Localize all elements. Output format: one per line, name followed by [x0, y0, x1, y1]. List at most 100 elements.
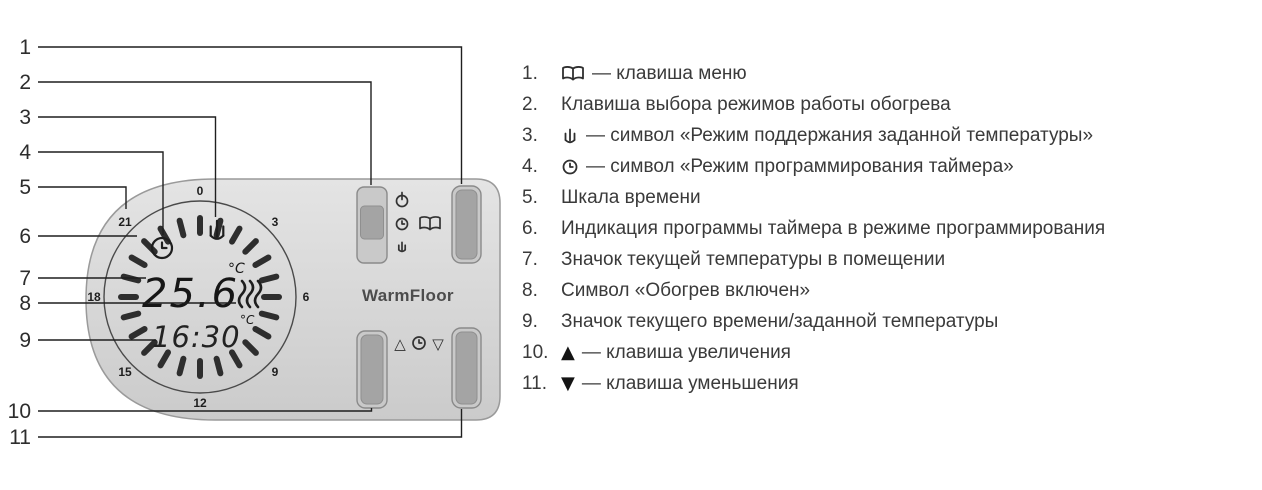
- callout-number-9: 9: [19, 329, 31, 352]
- clock-icon: [561, 158, 579, 176]
- increase-button: [356, 330, 388, 409]
- legend-item-6: 6. Индикация программы таймера в режиме …: [522, 213, 1258, 244]
- legend-item-7: 7. Значок текущей температуры в помещени…: [522, 244, 1258, 275]
- legend-item-number: 5.: [522, 186, 538, 208]
- legend-item-text: — клавиша уменьшения: [581, 372, 799, 394]
- callout-line-4: [38, 151, 164, 235]
- callout-line-3: [38, 116, 217, 217]
- dial-label-12: 12: [193, 396, 207, 410]
- callout-number-5: 5: [19, 176, 31, 199]
- dial-label-18: 18: [87, 290, 101, 304]
- decrease-button-inner: [455, 331, 478, 405]
- callout-number-1: 1: [19, 36, 31, 59]
- callout-line-5: [38, 186, 127, 209]
- legend-item-number: 8.: [522, 279, 538, 301]
- dial-label-21: 21: [118, 215, 132, 229]
- hand-icon: [561, 126, 579, 146]
- callout-number-11: 11: [9, 426, 31, 449]
- dial-circle: [103, 200, 297, 394]
- dial-tick: [176, 217, 187, 239]
- temperature-value: 25.6: [142, 271, 239, 317]
- time-unit: °C: [240, 313, 255, 327]
- legend-item-number: 7.: [522, 248, 538, 270]
- legend-item-text: — клавиша меню: [592, 62, 747, 84]
- dial-label-15: 15: [118, 365, 132, 379]
- slider-clock-icon: [395, 217, 409, 231]
- legend-item-number: 6.: [522, 217, 538, 239]
- dial-tick: [258, 310, 280, 321]
- legend-item-text: — клавиша увеличения: [581, 341, 791, 363]
- device-body: [85, 178, 501, 421]
- callout-lines: [38, 46, 463, 438]
- dial-tick: [252, 326, 272, 340]
- time-value: 16:30: [152, 320, 241, 354]
- dial-label-0: 0: [197, 184, 204, 198]
- legend-item-text: Значок текущего времени/заданной темпера…: [561, 310, 999, 332]
- dial-tick: [242, 339, 259, 356]
- legend-item-number: 2.: [522, 93, 538, 115]
- legend-item-text: Индикация программы таймера в режиме про…: [561, 217, 1106, 239]
- dial-labels: 0 3 6 9 12 15 18 21: [87, 184, 309, 410]
- buttons-clock-icon: [412, 336, 426, 350]
- legend: 1. — клавиша меню 2. Клавиша выбора режи…: [522, 58, 1258, 399]
- legend-item-number: 1.: [522, 62, 538, 84]
- dial-label-6: 6: [303, 290, 310, 304]
- callout-line-2: [38, 81, 372, 185]
- legend-item-8: 8. Символ «Обогрев включен»: [522, 275, 1258, 306]
- callout-number-6: 6: [19, 225, 31, 248]
- callout-line-10: [38, 408, 373, 412]
- hold-mode-hand-icon: [209, 219, 225, 240]
- mode-slider: [356, 186, 388, 264]
- legend-item-text: Шкала времени: [561, 186, 701, 208]
- callout-line-1: [38, 46, 463, 184]
- dial-tick: [213, 355, 224, 377]
- legend-item-number: 10.: [522, 341, 549, 363]
- legend-item-number: 3.: [522, 124, 538, 146]
- dial-tick: [258, 273, 280, 284]
- legend-item-text: — символ «Режим поддержания заданной тем…: [586, 124, 1094, 146]
- menu-book-icon: [419, 216, 441, 231]
- legend-item-text: Символ «Обогрев включен»: [561, 279, 811, 301]
- callout-line-11: [38, 409, 463, 438]
- legend-item-2: 2. Клавиша выбора режимов работы обогрев…: [522, 89, 1258, 120]
- menu-button-inner: [455, 189, 478, 260]
- legend-item-number: 9.: [522, 310, 538, 332]
- callout-number-10: 10: [8, 400, 31, 423]
- device-diagram: 0 3 6 9 12 15 18 21 25.6: [8, 36, 501, 449]
- down-arrow-icon: ▼: [561, 372, 575, 394]
- dial-tick: [128, 254, 148, 268]
- dial-label-3: 3: [272, 215, 279, 229]
- dial-tick: [176, 355, 187, 377]
- up-arrow-icon: ▲: [561, 341, 575, 363]
- dial-tick: [120, 310, 142, 321]
- heating-on-icon: [237, 279, 263, 309]
- increase-button-inner: [360, 334, 384, 405]
- legend-item-text: Значок текущей температуры в помещении: [561, 248, 946, 270]
- power-icon: [395, 191, 409, 208]
- thermostat-device: 0 3 6 9 12 15 18 21 25.6: [85, 178, 501, 421]
- slider-hand-icon: [397, 241, 407, 253]
- legend-item-4: 4. — символ «Режим программирования тайм…: [522, 151, 1258, 182]
- legend-item-5: 5. Шкала времени: [522, 182, 1258, 213]
- down-triangle-icon: ▽: [432, 335, 444, 353]
- timer-mode-clock-icon: [150, 236, 174, 260]
- dial-tick: [252, 254, 272, 268]
- dial-tick: [229, 349, 243, 369]
- legend-item-text: — символ «Режим программирования таймера…: [586, 155, 1014, 177]
- book-icon: [561, 65, 585, 83]
- dial-label-9: 9: [272, 365, 279, 379]
- dial-tick: [141, 339, 158, 356]
- legend-item-9: 9. Значок текущего времени/заданной темп…: [522, 306, 1258, 337]
- decrease-button: [451, 327, 482, 409]
- dial-tick: [157, 349, 171, 369]
- brand-label: WarmFloor: [362, 286, 454, 305]
- mode-slider-handle: [360, 205, 384, 240]
- menu-button: [451, 185, 482, 264]
- temperature-unit: °C: [228, 261, 245, 277]
- legend-item-text: Клавиша выбора режимов работы обогрева: [561, 93, 951, 115]
- up-triangle-icon: △: [394, 335, 406, 353]
- legend-item-10: 10. ▲ — клавиша увеличения: [522, 337, 1258, 368]
- legend-item-number: 11.: [522, 372, 548, 394]
- legend-item-11: 11. ▼ — клавиша уменьшения: [522, 368, 1258, 399]
- dial-tick: [229, 225, 243, 245]
